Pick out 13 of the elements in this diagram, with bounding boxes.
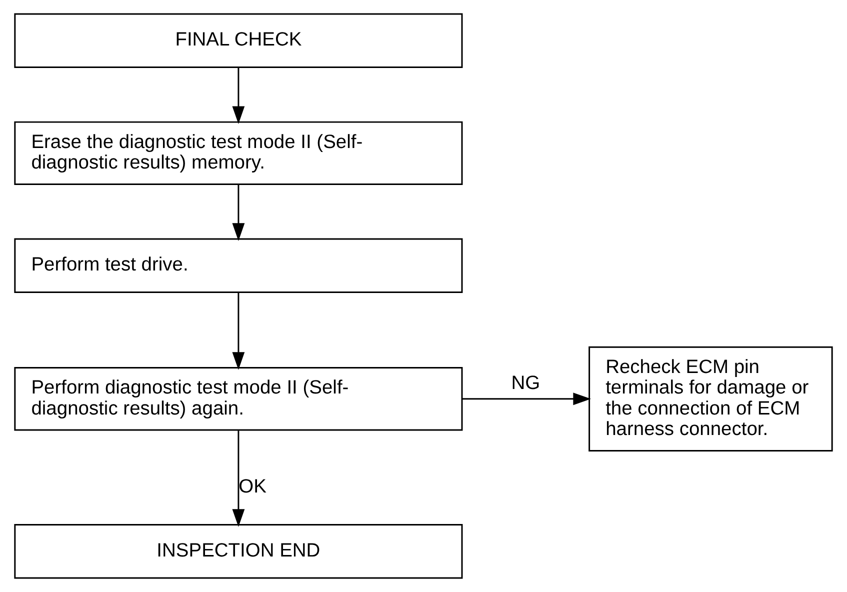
arrow bbox=[232, 430, 245, 527]
edge-label: NG bbox=[511, 373, 540, 394]
arrow bbox=[232, 292, 245, 370]
arrow bbox=[462, 392, 591, 406]
node-box: Perform test drive. bbox=[14, 238, 463, 294]
edge-label: OK bbox=[238, 476, 266, 498]
node-box: FINAL CHECK bbox=[14, 13, 463, 68]
node-box: Perform diagnostic test mode II (Self-diagnostic results) again. bbox=[14, 367, 463, 431]
arrow bbox=[232, 184, 245, 241]
node-box: INSPECTION END bbox=[14, 524, 463, 579]
node-box: Recheck ECM pin terminals for damage or the connection of ECM harness connector. bbox=[588, 346, 833, 452]
node-box: Erase the diagnostic test mode II (Self-diagnostic results) memory. bbox=[14, 121, 463, 185]
arrow bbox=[232, 68, 245, 124]
